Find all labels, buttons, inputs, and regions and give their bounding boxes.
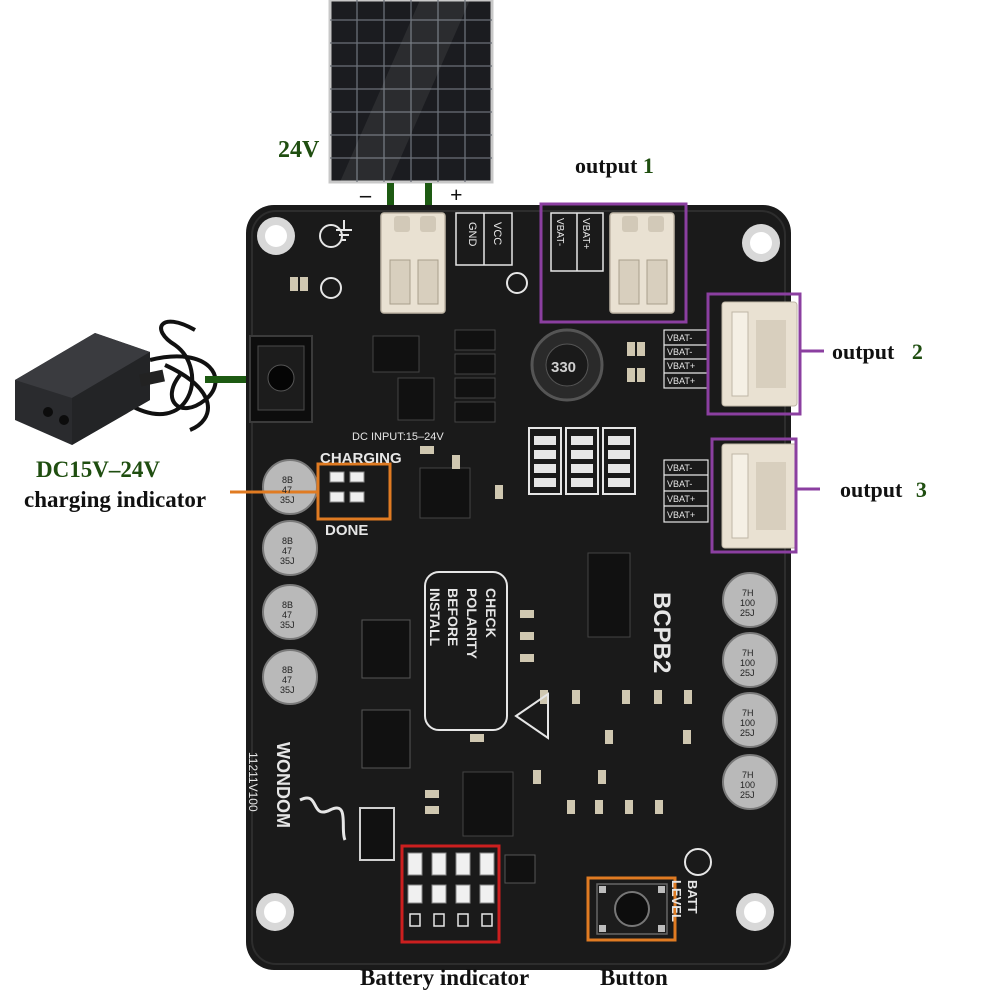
svg-text:VBAT+: VBAT+: [667, 376, 695, 386]
output1-text: output: [575, 153, 638, 178]
batt-text: BATT: [685, 880, 700, 914]
dc-input-text: DC INPUT:15–24V: [352, 431, 444, 443]
capacitors-left: [262, 459, 318, 705]
model-text: BCPB2: [648, 592, 675, 673]
output1-number: 1: [642, 153, 654, 178]
ground-icon: [336, 220, 352, 241]
solar-voltage-label: 24V: [278, 137, 320, 163]
done-text: DONE: [325, 522, 368, 539]
gnd-text: GND: [466, 222, 478, 247]
cap-right-1-line-2: 100: [740, 598, 755, 608]
svg-text:VBAT-: VBAT-: [667, 347, 692, 357]
output2-connector: [721, 301, 798, 407]
svg-text:VBAT+: VBAT+: [667, 510, 695, 520]
wondom-logo: [299, 796, 347, 841]
output2-label: output 2: [832, 341, 923, 363]
adapter-wire: [205, 376, 247, 383]
power-adapter-image: [15, 319, 218, 445]
warning-box: [424, 571, 508, 731]
svg-text:VBAT-: VBAT-: [667, 463, 692, 473]
cap-left-2-line-3: 35J: [280, 556, 295, 566]
cap-left-4-line-1: 8B: [282, 665, 293, 675]
battery-indicator-box: [400, 844, 501, 944]
cap-left-2-line-1: 8B: [282, 536, 293, 546]
cap-right-3-line-3: 25J: [740, 728, 755, 738]
pcb-board: [246, 205, 791, 970]
solar-plus-wire: [425, 183, 432, 209]
cap-right-4-line-2: 100: [740, 780, 755, 790]
output2-text: output: [832, 339, 895, 364]
cap-right-3-line-2: 100: [740, 718, 755, 728]
solar-minus-wire: [387, 183, 394, 209]
warning-line-1: CHECK: [483, 588, 499, 638]
svg-text:VBAT+: VBAT+: [667, 494, 695, 504]
dc-barrel-jack: [249, 335, 313, 423]
cap-right-3-line-1: 7H: [742, 708, 754, 718]
vbat-minus-text: VBAT-: [554, 218, 565, 246]
cap-left-3-line-3: 35J: [280, 620, 295, 630]
cap-left-2-line-2: 47: [282, 546, 292, 556]
cap-left-1-line-2: 47: [282, 485, 292, 495]
capacitors-right: [722, 572, 778, 810]
smd-components: [359, 329, 631, 884]
output3-label: output 3: [840, 479, 927, 501]
warning-line-2: POLARITY: [464, 588, 480, 659]
cap-right-2-line-2: 100: [740, 658, 755, 668]
button-box: [586, 876, 677, 942]
button-label: Button: [600, 965, 668, 990]
cap-right-1-line-3: 25J: [740, 608, 755, 618]
cap-left-3-line-2: 47: [282, 610, 292, 620]
battery-indicator-label: Battery indicator: [360, 965, 530, 990]
inductor-text: 330: [551, 359, 576, 376]
solar-panel-image: [328, 0, 494, 184]
output3-connector: [721, 443, 798, 549]
solar-plus-label: +: [450, 182, 463, 207]
cap-left-4-line-2: 47: [282, 675, 292, 685]
cap-right-4-line-3: 25J: [740, 790, 755, 800]
output1-label: output 1: [575, 155, 654, 177]
output2-number: 2: [911, 339, 923, 364]
solar-minus-label: –: [360, 182, 371, 207]
cap-right-2-line-1: 7H: [742, 648, 754, 658]
cap-right-2-line-3: 25J: [740, 668, 755, 678]
cap-right-4-line-1: 7H: [742, 770, 754, 780]
brand-text: WONDOM: [273, 742, 293, 828]
adapter-voltage-label: DC15V–24V: [36, 457, 160, 482]
cap-left-1-line-1: 8B: [282, 475, 293, 485]
svg-text:VBAT-: VBAT-: [667, 333, 692, 343]
level-text: LEVEL: [669, 880, 684, 922]
cap-right-1-line-1: 7H: [742, 588, 754, 598]
warning-line-4: INSTALL: [427, 588, 443, 647]
vbat-plus-text: VBAT+: [580, 218, 591, 249]
inductor: [530, 328, 604, 402]
output1-terminal: [609, 212, 675, 314]
output3-number: 3: [915, 477, 927, 502]
charging-indicator-label: charging indicator: [24, 487, 207, 512]
output2-box: [706, 292, 802, 416]
warning-triangle-icon: [514, 692, 549, 740]
cap-left-4-line-3: 35J: [280, 685, 295, 695]
solar-input-terminal: [380, 212, 446, 314]
output3-box: [710, 437, 798, 554]
charging-text: CHARGING: [320, 450, 402, 467]
output1-box: [539, 202, 688, 324]
cap-left-1-line-3: 35J: [280, 495, 295, 505]
charging-leds: [329, 471, 365, 503]
vcc-text: VCC: [491, 222, 503, 245]
part-number-text: 11211V100: [246, 752, 260, 812]
svg-text:VBAT+: VBAT+: [667, 361, 695, 371]
push-button-component: [596, 883, 668, 935]
cap-left-3-line-1: 8B: [282, 600, 293, 610]
battery-glyph: [528, 427, 636, 495]
svg-text:VBAT-: VBAT-: [667, 479, 692, 489]
output3-text: output: [840, 477, 903, 502]
battery-leds: [407, 852, 495, 927]
warning-line-3: BEFORE: [445, 588, 461, 646]
